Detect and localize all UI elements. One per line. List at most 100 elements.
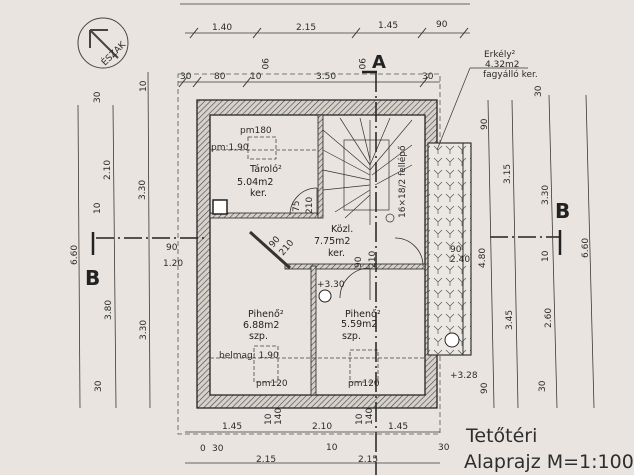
room-area: 5.59m2 (341, 319, 377, 330)
top-dimensions: 1.40 2.15 1.45 90 30 80 10 3.50 30 90 90 (178, 3, 470, 88)
dim-left-mid-2: 2.10 (103, 160, 113, 180)
belmag-label: belmag: 1.90 (219, 351, 279, 361)
dim-right1-2: 4.80 (478, 248, 488, 268)
dim-right3-5: 30 (538, 380, 548, 392)
dim-bottom-3: 1.45 (388, 422, 408, 432)
room-hall: Közl. 7.75m2 ker. (314, 224, 353, 259)
room-name: Közl. (331, 224, 353, 235)
dim-bottom-op-1: 10 (264, 413, 274, 425)
dim-bottom2-2: 30 (212, 444, 224, 454)
doors (248, 187, 424, 300)
dim-left-mid-4: 3.80 (104, 300, 114, 320)
dim-right3-1: 30 (534, 85, 544, 97)
section-b-right: B (555, 199, 570, 223)
dim-right1-3: 90 (480, 382, 490, 394)
dim-top-3: 1.45 (378, 21, 398, 31)
title-line-1: Tetőtéri (465, 425, 537, 447)
room-bedroom-1: Pihenő² 6.88m2 szp. belmag: 1.90 pm120 (219, 309, 288, 389)
dim-bottom2-5: 2.15 (358, 455, 378, 465)
room-name: Pihenő² (248, 309, 284, 320)
storage-pm: pm180 (240, 126, 272, 136)
room-storage: pm180 pm:1.90 Tároló² 5.04m2 ker. (211, 126, 282, 199)
section-b-left: B (85, 266, 100, 290)
balcony-90: 90 (450, 245, 462, 255)
room-bedroom-2: Pihenő² 5.59m2 szp. pm120 +3.30 (317, 280, 381, 389)
dim-left-outer: 6.60 (70, 245, 80, 265)
level-328: +3.28 (450, 371, 478, 381)
dim-bottom-op-4: 140 (365, 408, 375, 425)
dim-bottom2-3: 2.15 (256, 455, 276, 465)
dim-right2-2: 3.45 (505, 310, 515, 330)
dim-right2-1: 3.15 (503, 164, 513, 184)
dim-top2-5: 30 (422, 72, 434, 82)
dim-right1-1: 90 (480, 118, 490, 130)
bottom-dimensions: 1.45 2.10 1.45 10 140 10 140 0 30 2.15 1… (185, 408, 450, 465)
drain-icon (444, 332, 460, 348)
dim-right3-2: 3.30 (541, 185, 551, 205)
balcony: Erkély² 4.32m2 fagyálló ker. 2.40 90 (427, 49, 538, 356)
north-arrow: ÉSZAK (77, 17, 129, 69)
balcony-area: 4.32m2 (485, 60, 520, 70)
title-line-2: Alaprajz M=1:100 (464, 451, 634, 473)
room-name: Tároló² (249, 164, 282, 175)
door1-width: 75 (292, 201, 302, 212)
room-floor: ker. (328, 248, 345, 259)
balcony-240: 2.40 (450, 255, 470, 265)
left-120: 1.20 (163, 259, 183, 269)
roof-outline (177, 73, 441, 435)
room-name: Pihenő² (345, 309, 381, 320)
room-area: 6.88m2 (243, 320, 279, 331)
dim-bottom-1: 1.45 (222, 422, 242, 432)
door1-height: 210 (305, 197, 315, 214)
room-area: 5.04m2 (237, 177, 273, 188)
level-330: +3.30 (317, 280, 345, 290)
door3-width: 90 (354, 256, 364, 268)
dim-left-mid-1: 30 (93, 91, 103, 103)
chimney (212, 199, 228, 215)
room-floor: szp. (342, 331, 361, 342)
dim-left-inner-2: 3.30 (138, 180, 148, 200)
dim-top2-1: 30 (180, 72, 192, 82)
dim-bottom-op-2: 140 (274, 408, 284, 425)
stair-label: 16×18/2 fellépő (397, 145, 408, 218)
dim-top-opening-2: 90 (356, 58, 366, 70)
room-floor: ker. (250, 188, 267, 199)
dim-top-2: 2.15 (296, 23, 316, 33)
room-area: 7.75m2 (314, 236, 350, 247)
left-90: 90 (166, 243, 178, 253)
pm-left: pm120 (256, 379, 288, 389)
dim-top-4: 90 (436, 20, 448, 30)
dim-bottom2-1: 0 (200, 444, 206, 454)
walls (196, 99, 438, 409)
dim-bottom2-6: 30 (438, 443, 450, 453)
dim-right3-3: 10 (541, 250, 551, 262)
roof-windows (210, 136, 425, 383)
balcony-floor: fagyálló ker. (483, 69, 538, 80)
section-a: A (372, 52, 386, 73)
level-marker-icon (318, 289, 332, 303)
section-lines: B B A (85, 52, 570, 475)
left-dimensions: 6.60 30 2.10 10 3.80 30 10 3.30 3.30 (70, 71, 151, 409)
dim-top2-4: 3.50 (316, 72, 336, 82)
dim-top-1: 1.40 (212, 23, 232, 33)
dim-left-inner-3: 3.30 (139, 320, 149, 340)
dim-top2-3: 10 (250, 72, 262, 82)
dim-left-inner-1: 10 (139, 80, 149, 92)
dim-bottom-op-3: 10 (355, 413, 365, 425)
storage-height: pm:1.90 (211, 143, 249, 153)
dim-left-mid-5: 30 (94, 380, 104, 392)
dim-left-mid-3: 10 (93, 202, 103, 214)
pm-right: pm120 (348, 379, 380, 389)
dim-right3-4: 2.60 (544, 308, 554, 328)
balcony-name: Erkély² (484, 49, 516, 60)
dim-right4-1: 6.60 (581, 238, 591, 258)
dim-top-opening-1: 90 (259, 58, 269, 70)
dim-bottom-2: 2.10 (312, 422, 332, 432)
staircase (322, 117, 413, 225)
door3-height: 210 (368, 251, 378, 268)
right-dimensions: 90 4.80 90 3.15 3.45 30 3.30 10 2.60 30 … (478, 85, 595, 409)
room-floor: szp. (249, 331, 268, 342)
dim-bottom2-4: 10 (326, 443, 338, 453)
dim-top2-2: 80 (214, 72, 226, 82)
